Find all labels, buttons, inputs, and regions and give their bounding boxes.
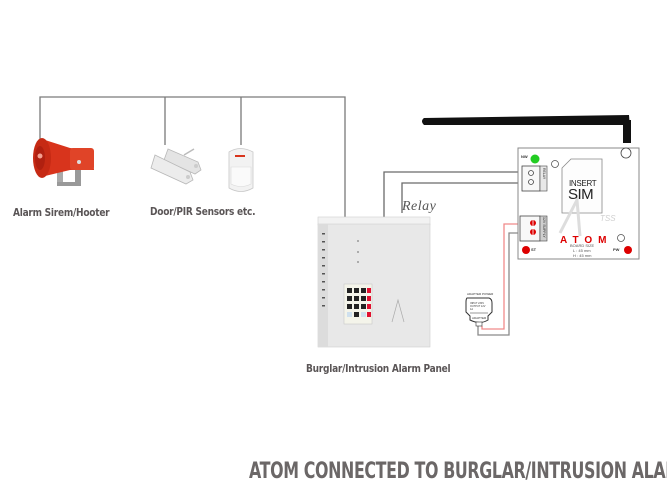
sim-line2: SIM — [568, 186, 594, 203]
alarm-bus-wire — [39, 96, 346, 218]
pir-sensor-icon — [228, 148, 254, 192]
power-terminal-label: 12V SUPPLY — [542, 217, 546, 238]
keypad — [347, 288, 371, 317]
adapter-label: ADAPTER — [472, 316, 487, 320]
adapter-header: ADAPTER POWER — [467, 292, 494, 296]
board-size-height: H : 45 mm — [573, 253, 592, 258]
alarm-panel-icon — [317, 216, 431, 348]
atom-board — [517, 147, 640, 260]
power-wire-positive — [481, 223, 521, 330]
tss-logo: TSS — [600, 214, 616, 223]
st-button-label: ST — [531, 247, 537, 252]
pw-button-dot — [624, 246, 632, 254]
pw-button-label: PW — [613, 247, 620, 252]
sim-slot — [561, 158, 603, 214]
st-button-dot — [522, 246, 530, 254]
adapter-note: INPUT 230V OUTPUT 12V 1A — [470, 302, 486, 311]
siren-label: Alarm Sirem/Hooter — [13, 206, 110, 219]
sensors-label: Door/PIR Sensors etc. — [150, 205, 256, 218]
relay-terminal — [521, 165, 541, 192]
network-led — [530, 154, 540, 164]
relay-wire — [383, 171, 521, 220]
relay-label: Relay — [402, 199, 437, 214]
diagram-title: ATOM CONNECTED TO BURGLAR/INTRUSION ALAR… — [249, 459, 667, 484]
power-wire-negative — [477, 232, 521, 336]
panel-label: Burglar/Intrusion Alarm Panel — [306, 362, 451, 375]
board-size-length: L : 45 mm — [573, 248, 591, 253]
relay-terminal-label: RELAY — [542, 168, 546, 180]
atom-brand: ATOM — [560, 235, 613, 246]
sim-line1: INSERT — [569, 179, 597, 188]
siren-icon — [33, 138, 94, 186]
door-magnetic-sensor-icon — [150, 148, 202, 185]
board-size-title: BOARD SIZE — [570, 243, 595, 248]
power-terminal — [519, 215, 541, 242]
led-label: NW — [521, 154, 528, 159]
power-adapter-icon — [465, 297, 493, 327]
